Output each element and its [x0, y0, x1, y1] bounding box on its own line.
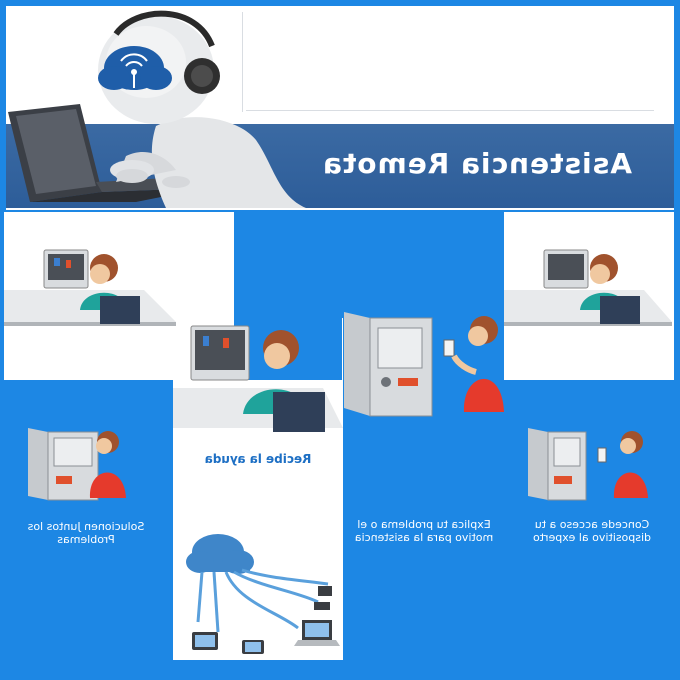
support-agent-illustration — [8, 10, 306, 208]
step-caption-grant-access: Concede acceso a tu dispositivo al exper… — [532, 518, 652, 544]
step-caption-explain-problem: Explica tu problema o el motivo para la … — [354, 518, 494, 544]
operator-desk-illustration — [4, 212, 342, 380]
banner-title: Asistencia Remota — [322, 147, 632, 180]
grant-access-illustration — [528, 428, 648, 501]
tablet-icon — [192, 632, 218, 650]
receive-help-illustration — [173, 325, 343, 432]
cloud-wifi-icon — [186, 534, 254, 574]
phone-icon — [314, 586, 332, 610]
step-caption-receive-help: Recibe la ayuda — [204, 452, 312, 466]
header-banner: Asistencia Remota — [6, 6, 674, 210]
cloud-network-illustration — [186, 534, 340, 654]
operator-desk-illustration-right — [504, 249, 672, 326]
laptop-icon — [294, 620, 340, 646]
step-caption-solve-together: Solucionen Juntos los Problemas — [27, 520, 145, 546]
server-cabinet-icon — [369, 317, 433, 417]
solve-together-illustration — [28, 428, 126, 501]
laptop-icon — [8, 104, 206, 202]
explain-problem-illustration — [344, 312, 504, 417]
phone-icon — [242, 640, 264, 654]
divider — [242, 12, 243, 112]
cloud-wifi-icon — [98, 46, 172, 90]
divider — [246, 110, 654, 111]
